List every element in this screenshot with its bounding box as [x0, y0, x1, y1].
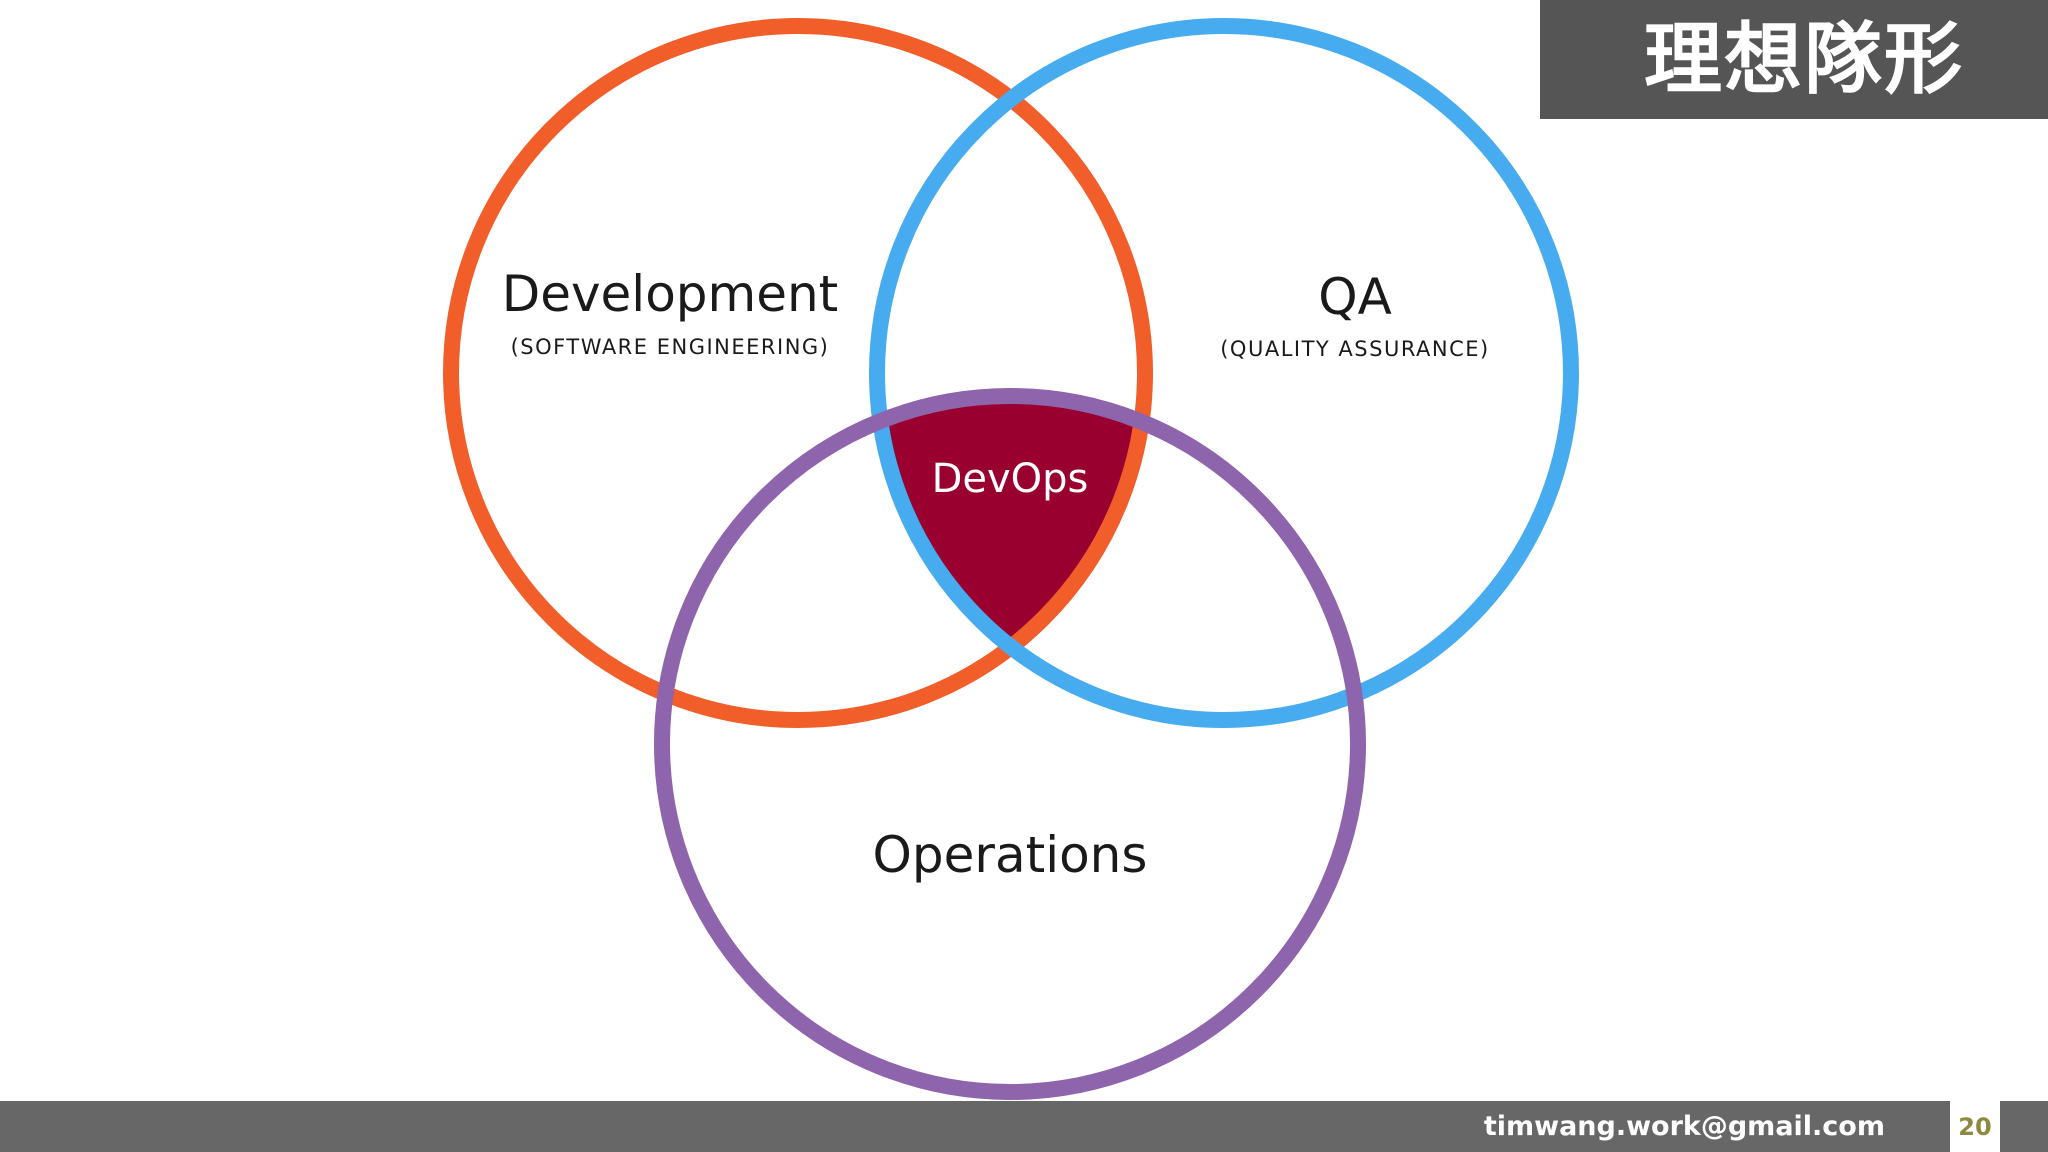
qa-circle — [869, 18, 1579, 728]
slide-title-box: 理想隊形 — [1540, 0, 2048, 119]
page-number-box: 20 — [1950, 1101, 2000, 1152]
slide-title: 理想隊形 — [1643, 14, 1964, 105]
qa-label: QA — [1318, 268, 1392, 326]
page-number: 20 — [1958, 1112, 1992, 1141]
devops-label: DevOps — [932, 456, 1089, 502]
operations-label: Operations — [873, 826, 1148, 884]
operations-circle — [654, 388, 1366, 1100]
footer-email: timwang.work@gmail.com — [1483, 1111, 1885, 1142]
development-circle — [443, 18, 1153, 728]
development-label: Development — [502, 265, 839, 323]
development-sublabel: (SOFTWARE ENGINEERING) — [511, 335, 830, 359]
qa-sublabel: (QUALITY ASSURANCE) — [1220, 337, 1490, 361]
footer-bar — [0, 1101, 2048, 1152]
